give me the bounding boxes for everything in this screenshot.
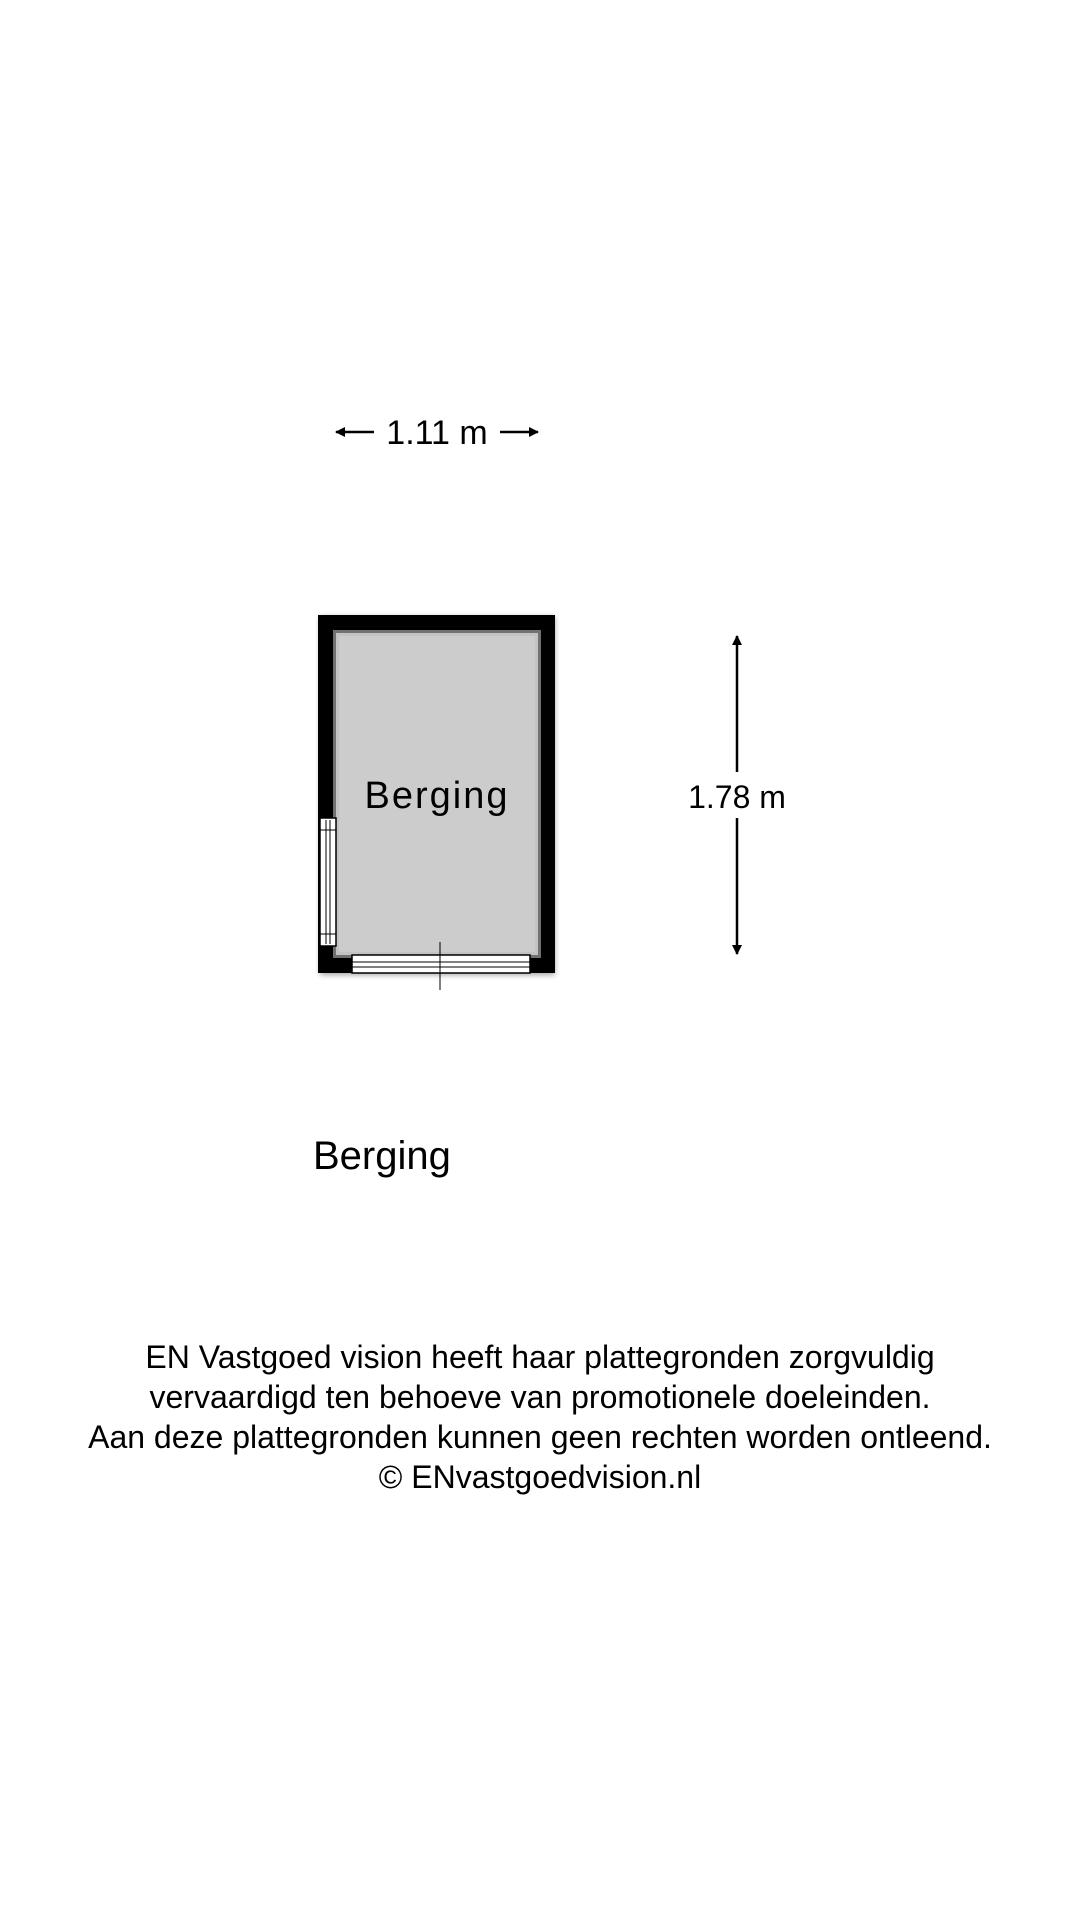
disclaimer: EN Vastgoed vision heeft haar plattegron… [0,1337,1080,1497]
height-label: 1.78 m [688,779,786,815]
bottom-door [351,942,531,990]
room-floor [336,633,538,955]
disclaimer-line-2: vervaardigd ten behoeve van promotionele… [149,1379,931,1415]
floorplan-diagram: 1.11 m Berging 1.78 m [318,414,786,990]
disclaimer-line-1: EN Vastgoed vision heeft haar plattegron… [145,1339,935,1375]
height-dimension: 1.78 m [688,635,786,955]
room-berging: Berging [318,615,555,990]
width-label: 1.11 m [386,414,487,452]
floor-title: Berging [313,1134,451,1178]
left-window [319,817,337,947]
disclaimer-line-3: Aan deze plattegronden kunnen geen recht… [88,1419,992,1455]
disclaimer-line-4: © ENvastgoedvision.nl [378,1459,702,1495]
width-dimension: 1.11 m [335,414,539,452]
room-label: Berging [365,775,510,817]
